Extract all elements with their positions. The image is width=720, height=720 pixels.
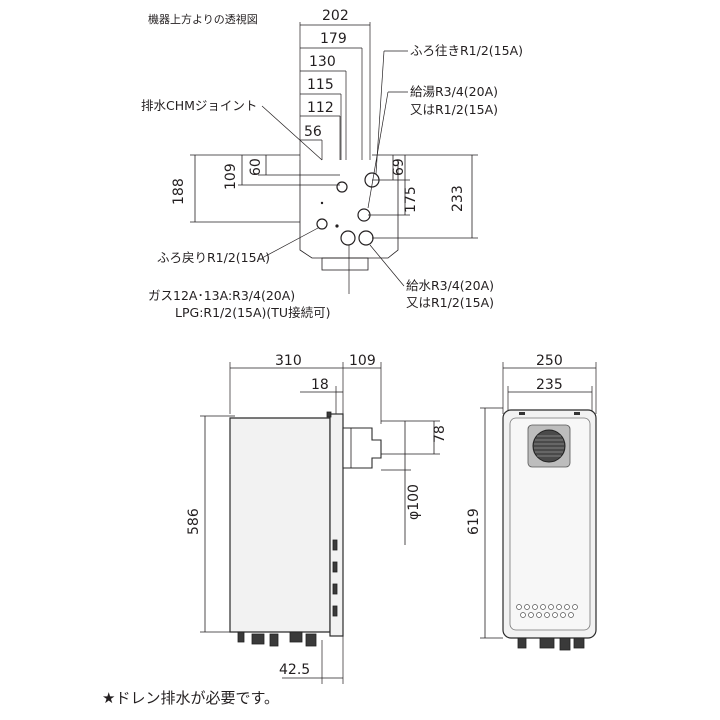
dim-233: 233 bbox=[450, 185, 466, 212]
top-view-bottom-base bbox=[321, 257, 369, 271]
side-knob bbox=[332, 605, 338, 617]
bottom-fitting bbox=[305, 633, 317, 647]
label-water-1: 給水R3/4(20A) bbox=[406, 278, 494, 293]
drain-port bbox=[336, 181, 348, 193]
dim-60: 60 bbox=[248, 158, 264, 176]
label-gas-1: ガス12A･13A:R3/4(20A) bbox=[148, 288, 295, 303]
label-bath-out: ふろ往きR1/2(15A) bbox=[410, 43, 523, 58]
top-view-title: 機器上方よりの透視図 bbox=[148, 12, 258, 26]
dim-109: 109 bbox=[223, 163, 239, 190]
dim-310: 310 bbox=[275, 353, 302, 369]
side-knob bbox=[332, 561, 338, 573]
dim-109-side: 109 bbox=[349, 353, 376, 369]
gas-port bbox=[340, 230, 356, 246]
dim-112: 112 bbox=[307, 100, 334, 116]
bottom-fitting bbox=[251, 633, 265, 645]
front-view: 250 235 619 bbox=[466, 353, 597, 651]
bath-out-port bbox=[364, 172, 380, 188]
dim-phi100: φ100 bbox=[406, 484, 422, 520]
dim-235: 235 bbox=[536, 377, 563, 393]
dim-115: 115 bbox=[307, 77, 334, 93]
dim-586: 586 bbox=[186, 508, 202, 535]
bottom-fitting bbox=[539, 637, 555, 649]
dim-175: 175 bbox=[403, 186, 419, 213]
bottom-fitting bbox=[517, 637, 527, 649]
bottom-fitting bbox=[269, 633, 279, 647]
label-hot-supply-2: 又はR1/2(15A) bbox=[410, 102, 498, 117]
drain-joint-leader bbox=[261, 105, 323, 161]
flue-duct bbox=[342, 427, 382, 469]
bath-return-leader bbox=[261, 227, 319, 259]
label-gas-2: LPG:R1/2(15A)(TU接続可) bbox=[175, 305, 330, 320]
dim-42-5: 42.5 bbox=[279, 662, 310, 678]
dim-179: 179 bbox=[320, 31, 347, 47]
bottom-fitting bbox=[237, 631, 245, 643]
dim-130: 130 bbox=[309, 54, 336, 70]
bracket-tab bbox=[326, 411, 332, 418]
dim-188: 188 bbox=[171, 178, 187, 205]
top-view: 機器上方よりの透視図 202 179 130 115 112 56 bbox=[141, 8, 523, 320]
dim-250: 250 bbox=[536, 353, 563, 369]
bottom-fitting bbox=[573, 637, 585, 649]
water-supply-port bbox=[358, 230, 374, 246]
side-view: 310 109 18 586 78 φ100 bbox=[186, 353, 448, 684]
footnote-drain-required: ★ドレン排水が必要です。 bbox=[102, 689, 279, 707]
front-panel bbox=[509, 417, 591, 631]
dim-18: 18 bbox=[311, 377, 329, 393]
dim-619: 619 bbox=[466, 508, 482, 535]
water-leader bbox=[369, 244, 405, 287]
label-hot-supply-1: 給湯R3/4(20A) bbox=[410, 84, 498, 99]
dim-56: 56 bbox=[304, 124, 322, 140]
side-knob bbox=[332, 583, 338, 595]
exhaust-grille-icon bbox=[532, 429, 566, 463]
dim-202: 202 bbox=[322, 8, 349, 24]
side-knob bbox=[332, 539, 338, 551]
label-drain-joint: 排水CHMジョイント bbox=[141, 98, 257, 113]
label-water-2: 又はR1/2(15A) bbox=[406, 295, 494, 310]
bath-return-port bbox=[316, 218, 328, 230]
vent-holes bbox=[516, 604, 578, 618]
dim-78: 78 bbox=[432, 425, 448, 443]
label-bath-return: ふろ戻りR1/2(15A) bbox=[157, 250, 270, 265]
hot-supply-port bbox=[357, 208, 371, 222]
dim-69: 69 bbox=[391, 158, 407, 176]
wall-bracket bbox=[329, 413, 344, 637]
bottom-fitting bbox=[289, 631, 303, 643]
bottom-fitting bbox=[559, 637, 571, 651]
side-view-body bbox=[229, 417, 331, 633]
